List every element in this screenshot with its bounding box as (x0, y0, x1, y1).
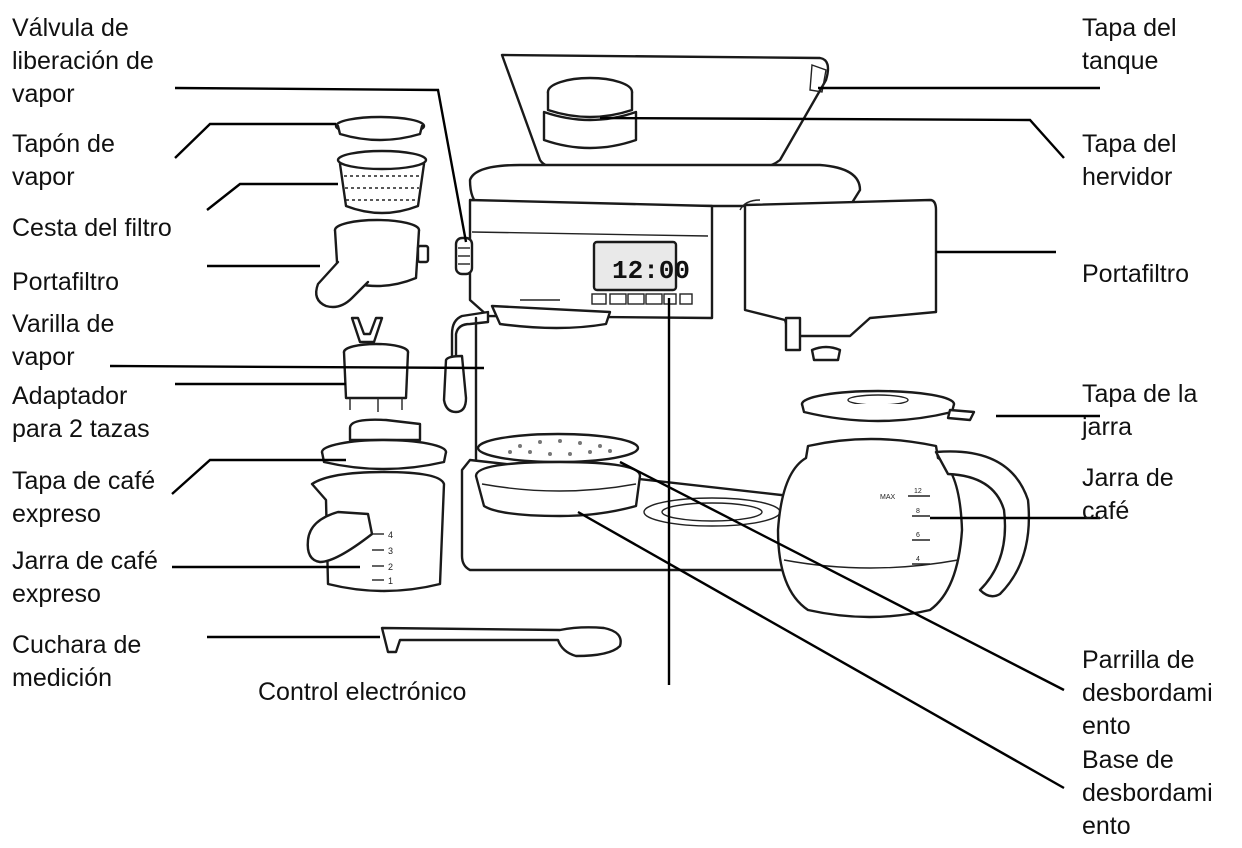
steam-release-valve (454, 236, 474, 276)
label-coffee-carafe: Jarra de café (1082, 464, 1174, 525)
leader-steam-wand (109, 364, 485, 370)
label-overflow-base: Base de desbordami ento (1082, 746, 1213, 840)
electronic-control-panel: 12:00 (520, 240, 693, 305)
steam-wand (450, 310, 490, 364)
label-overflow-grill: Parrilla de desbordami ento (1082, 646, 1213, 740)
carafe-mark-6: 6 (916, 532, 920, 539)
leader-filter-basket (206, 182, 338, 211)
carafe-lid (800, 389, 976, 423)
label-espresso-carafe: Jarra de café expreso (12, 547, 158, 608)
espresso-mark-1: 1 (388, 576, 393, 586)
label-espresso-lid: Tapa de café expreso (12, 467, 156, 528)
label-steam-cap: Tapón de vapor (12, 130, 115, 191)
lcd-clock: 12:00 (612, 256, 690, 286)
filter-basket (336, 149, 428, 215)
overflow-grill (476, 432, 640, 464)
leader-lines (109, 86, 1100, 790)
drip-housing (743, 198, 938, 338)
carafe-mark-4: 4 (916, 556, 920, 563)
leader-espresso-lid (171, 458, 346, 495)
espresso-coffee-machine: 12:00 (442, 53, 938, 572)
espresso-mark-3: 3 (388, 546, 393, 556)
overflow-base (474, 460, 642, 518)
leader-boiler-cap (599, 116, 1065, 159)
lcd-display (592, 240, 678, 292)
carafe-mark-12: 12 (914, 488, 922, 495)
label-tank-lid: Tapa del tanque (1082, 14, 1177, 75)
top-housing (468, 163, 862, 208)
boiler-cap (542, 76, 638, 150)
label-portafilter-left: Portafiltro (12, 268, 119, 296)
coffee-carafe: MAX 12 8 6 4 (776, 437, 1031, 619)
leader-steam-cap (174, 122, 336, 159)
portafilter (315, 218, 430, 309)
espresso-lid (320, 418, 448, 471)
leader-overflow-base (577, 510, 1065, 790)
label-filter-basket: Cesta del filtro (12, 214, 172, 242)
espresso-mark-2: 2 (388, 562, 393, 572)
espresso-mark-4: 4 (388, 530, 393, 540)
measuring-spoon (380, 626, 622, 658)
control-buttons (591, 293, 693, 305)
leader-steam-release-valve (174, 86, 468, 243)
label-portafilter-right: Portafiltro (1082, 260, 1189, 288)
label-steam-wand: Varilla de vapor (12, 310, 115, 371)
carafe-mark-max: MAX (880, 494, 896, 501)
label-boiler-cap: Tapa del hervidor (1082, 130, 1177, 191)
steam-cap (334, 115, 426, 142)
espresso-carafe: 4 3 2 1 (306, 470, 446, 593)
label-two-cup-adapter: Adaptador para 2 tazas (12, 382, 150, 443)
leader-overflow-grill (619, 460, 1065, 692)
label-carafe-lid: Tapa de la jarra (1082, 380, 1198, 441)
label-steam-release-valve: Válvula de liberación de vapor (12, 14, 154, 108)
carafe-mark-8: 8 (916, 508, 920, 515)
label-electronic-control: Control electrónico (258, 678, 467, 706)
two-cup-adapter (342, 316, 410, 412)
label-measuring-spoon: Cuchara de medición (12, 631, 142, 692)
